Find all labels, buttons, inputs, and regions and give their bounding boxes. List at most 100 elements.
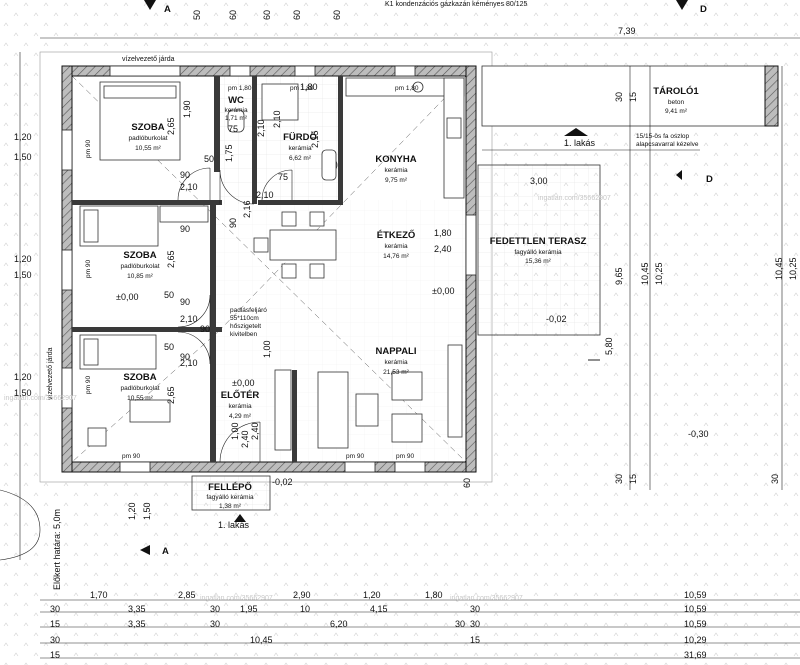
section-marker-top-a [144, 0, 156, 10]
svg-text:1,38 m²: 1,38 m² [219, 503, 242, 510]
svg-text:kerámia: kerámia [224, 107, 248, 114]
svg-text:ELŐTÉR: ELŐTÉR [221, 389, 260, 401]
svg-text:2,90: 2,90 [293, 590, 311, 600]
note-drainage-left: vízelvezető járda [47, 347, 54, 400]
svg-text:1,50: 1,50 [14, 270, 32, 280]
svg-text:30: 30 [210, 619, 220, 629]
label-lakas-terrace: 1. lakás [564, 138, 596, 148]
wall-wet-bottom [258, 200, 343, 205]
svg-text:2,40: 2,40 [434, 244, 452, 254]
pillow-room-2 [83, 209, 99, 243]
svg-text:2,10: 2,10 [256, 119, 266, 137]
svg-text:50: 50 [204, 154, 214, 164]
wall-bedroom-1-2 [72, 200, 222, 205]
svg-text:1,50: 1,50 [14, 388, 32, 398]
win-label-5: pm 90 [85, 260, 92, 278]
door-bedroom-3 [177, 331, 211, 365]
svg-text:10,29: 10,29 [684, 635, 707, 645]
svg-text:1,20: 1,20 [363, 590, 381, 600]
svg-text:21,53 m²: 21,53 m² [383, 369, 409, 376]
wall-bedroom-2-3 [72, 327, 222, 332]
window-top-2 [229, 65, 251, 77]
svg-text:ÉTKEZŐ: ÉTKEZŐ [377, 229, 416, 241]
room-fellepo: FELLÉPŐ fagyálló kerámia 1,38 m² [206, 481, 254, 510]
svg-text:kerámia: kerámia [288, 145, 312, 152]
note-drainage-top: vízelvezető járda [122, 56, 175, 63]
svg-text:1,50: 1,50 [14, 152, 32, 162]
watermark-2: ingatlan.com/35662907 [4, 395, 77, 402]
svg-text:1,00: 1,00 [230, 422, 240, 440]
svg-text:10,59: 10,59 [684, 590, 707, 600]
svg-text:4,29 m²: 4,29 m² [229, 413, 252, 420]
win-label-8: pm 90 [346, 453, 364, 460]
svg-text:1,20: 1,20 [14, 372, 32, 382]
win-label-3: pm 1,80 [395, 85, 419, 92]
sofa [317, 371, 349, 449]
svg-text:KONYHA: KONYHA [375, 154, 416, 165]
chair-room-3 [87, 427, 107, 447]
svg-text:fagyálló kerámia: fagyálló kerámia [514, 249, 562, 256]
svg-text:TÁROLÓ1: TÁROLÓ1 [653, 85, 699, 97]
svg-text:1,00: 1,00 [262, 340, 272, 358]
room-furdo: FÜRDŐ kerámia 6,62 m² [283, 131, 317, 162]
win-label-2: pm 1,80 [290, 85, 314, 92]
svg-text:10,59: 10,59 [684, 604, 707, 614]
terrace-paving [477, 164, 601, 336]
svg-text:2,65: 2,65 [166, 386, 176, 404]
toilet-wc [227, 109, 245, 133]
svg-text:15: 15 [470, 635, 480, 645]
svg-text:2,65: 2,65 [166, 117, 176, 135]
dim-right: 10,45 10,25 9,65 10,45 10,25 5,80 1,20 1… [127, 92, 798, 520]
kitchen-sink [446, 117, 462, 139]
dim-top-739: 7,39 [618, 26, 636, 36]
room-wc: WC kerámia 1,71 m² [224, 95, 248, 122]
dim-row-3: 3,35 30 6,20 30 10,59 [128, 619, 707, 629]
watermark-1: ingatlan.com/35662907 [538, 195, 611, 202]
svg-text:padlóburkolat: padlóburkolat [128, 135, 167, 142]
svg-text:2,10: 2,10 [256, 190, 274, 200]
svg-text:fagyálló kerámia: fagyálló kerámia [206, 494, 254, 501]
svg-text:1,20: 1,20 [14, 254, 32, 264]
entry-landing [191, 475, 271, 511]
stove-burner [412, 81, 424, 93]
section-mark-bottom-a: A [162, 546, 169, 557]
room-etkezo: ÉTKEZŐ kerámia 14,76 m² [377, 229, 416, 260]
svg-text:padlóburkolat: padlóburkolat [120, 263, 159, 270]
svg-text:30: 30 [470, 619, 480, 629]
chair-5 [253, 237, 269, 253]
svg-text:SZOBA: SZOBA [123, 250, 156, 261]
door-bedroom-1 [177, 167, 211, 201]
svg-text:FEDETTLEN TERASZ: FEDETTLEN TERASZ [490, 236, 587, 247]
svg-text:1,80: 1,80 [425, 590, 443, 600]
dim-left: 1,20 1,50 1,20 1,50 1,20 1,50 [14, 132, 32, 398]
tv-unit [447, 344, 463, 438]
svg-text:90: 90 [200, 324, 210, 334]
pillow-room-3 [83, 338, 99, 366]
section-marker-top-d [676, 0, 688, 10]
svg-text:2,40: 2,40 [250, 422, 260, 440]
room-tarolo: TÁROLÓ1 beton 9,41 m² [653, 85, 699, 115]
win-label-9: pm 90 [396, 453, 414, 460]
svg-text:3,00: 3,00 [530, 176, 548, 186]
svg-text:50: 50 [164, 290, 174, 300]
armchair-1 [391, 371, 423, 401]
hall-wardrobe [274, 369, 292, 451]
svg-text:10,59: 10,59 [684, 619, 707, 629]
svg-text:75: 75 [278, 172, 288, 182]
level-living: ±0,00 [432, 286, 454, 296]
door-entry [219, 421, 261, 463]
svg-text:30: 30 [614, 474, 624, 484]
section-mark-top-d: D [700, 4, 707, 15]
svg-text:1,71 m²: 1,71 m² [225, 115, 248, 122]
svg-text:2,10: 2,10 [180, 182, 198, 192]
window-bottom-3 [394, 461, 426, 473]
svg-text:SZOBA: SZOBA [123, 372, 156, 383]
svg-text:30: 30 [50, 604, 60, 614]
window-left-1 [61, 129, 73, 171]
svg-text:15,36 m²: 15,36 m² [525, 258, 551, 265]
window-left-2 [61, 249, 73, 291]
svg-text:10,55 m²: 10,55 m² [127, 395, 153, 402]
